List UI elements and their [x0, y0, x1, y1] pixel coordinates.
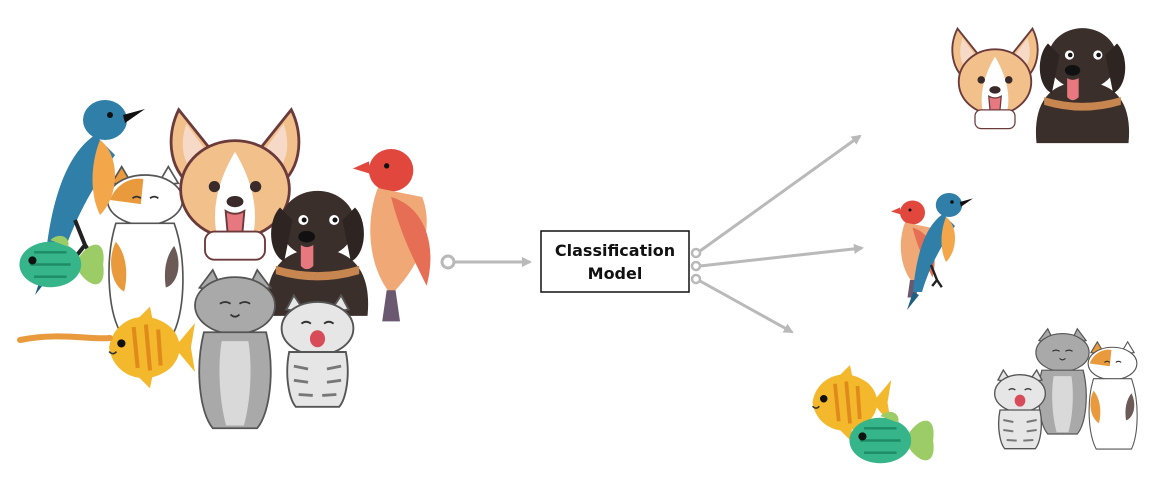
- arrow-to-dogs: [699, 134, 862, 253]
- black-dog-icon: [266, 190, 369, 316]
- input-node-icon: [440, 254, 456, 270]
- classification-model-box: Classification Model: [540, 230, 690, 293]
- model-label-line1: Classification: [555, 241, 675, 260]
- striped-kitten-icon: [280, 293, 355, 409]
- output-node-icon: [690, 273, 702, 285]
- calico-cat-icon: [106, 165, 184, 333]
- green-fish-icon: [18, 234, 105, 289]
- model-label-line2: Model: [588, 264, 643, 283]
- output-arrows: [690, 134, 864, 334]
- corgi-icon: [951, 27, 1039, 130]
- cat-tail-icon: [17, 333, 113, 343]
- gray-cat-icon: [1035, 328, 1090, 435]
- input-animals-group: [17, 98, 431, 430]
- output-birds-group: [891, 191, 975, 312]
- striped-kitten-icon: [993, 368, 1047, 450]
- output-cats-group: [993, 328, 1138, 450]
- input-arrow: [440, 254, 532, 270]
- model-box-border: [540, 230, 690, 293]
- output-node-icon: [690, 260, 702, 272]
- black-dog-icon: [1035, 28, 1130, 144]
- arrow-to-birds: [699, 243, 864, 268]
- output-node-icon: [690, 247, 702, 259]
- arrow-to-fish: [699, 279, 794, 334]
- output-fish-group: [813, 365, 935, 465]
- output-dogs-group: [951, 27, 1130, 144]
- gray-cat-icon: [194, 269, 276, 430]
- calico-cat-icon: [1087, 341, 1138, 450]
